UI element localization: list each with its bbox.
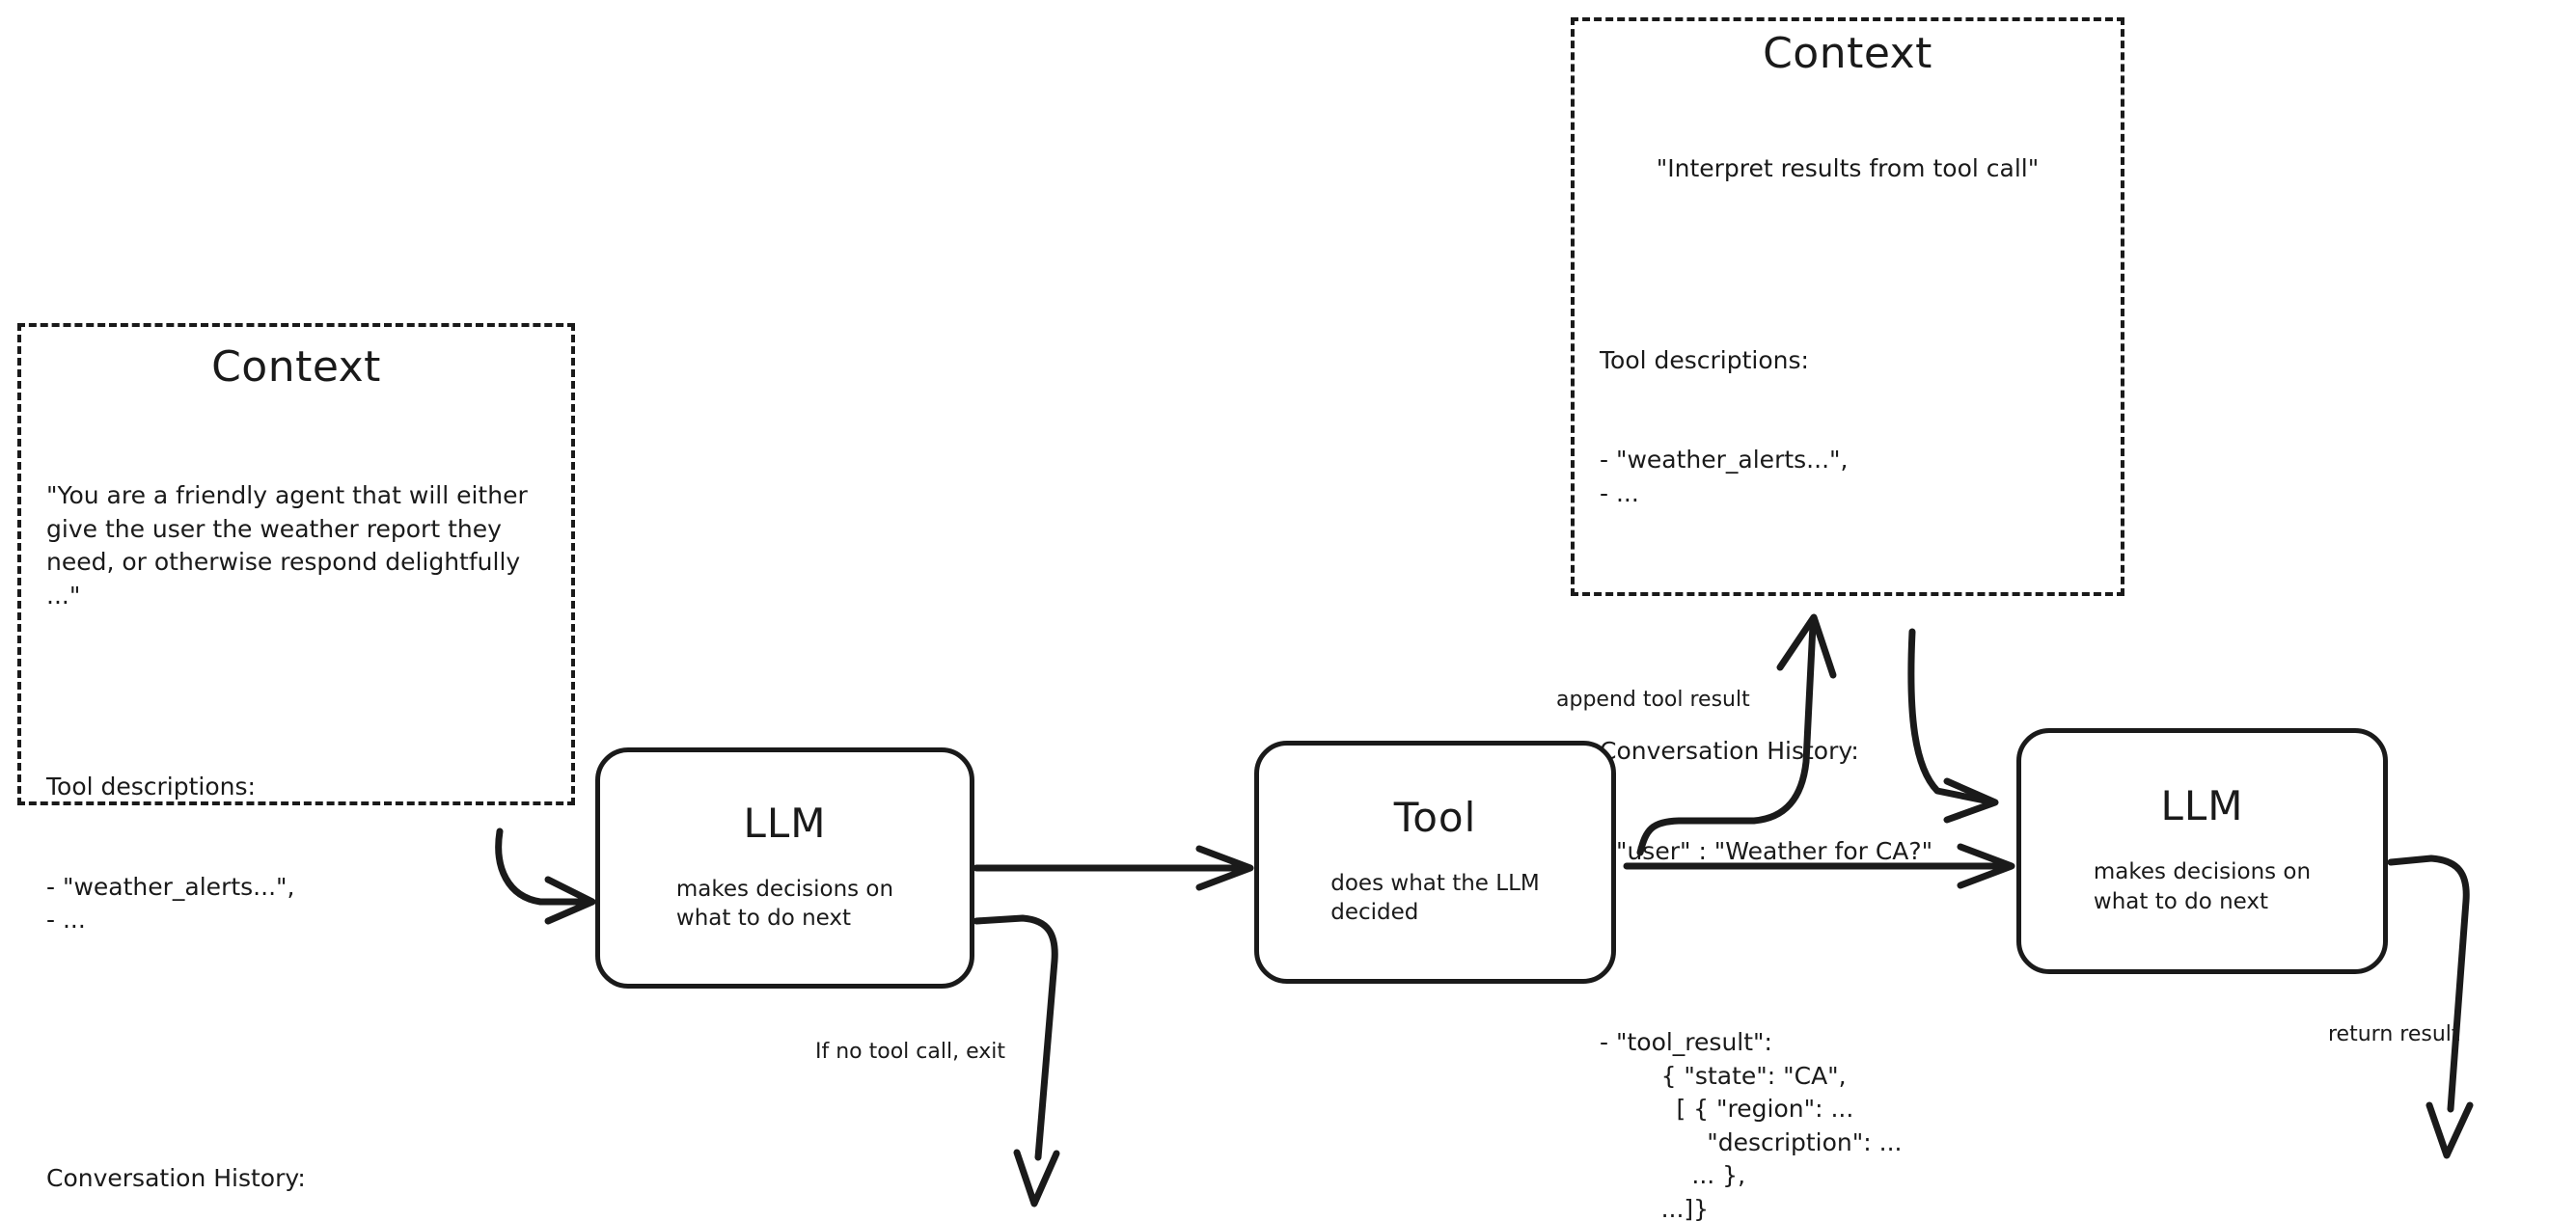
context-right-conversation-heading: Conversation History: (1600, 737, 1859, 765)
arrow-return-result-head (2425, 1101, 2474, 1159)
context-right-system-prompt: "Interpret results from tool call" (1656, 154, 2040, 182)
node-llm-second-subtitle: makes decisions on what to do next (2093, 859, 2312, 914)
context-right-tool-result: - "tool_result": { "state": "CA", [ { "r… (1600, 1028, 1903, 1221)
node-llm-second-title: LLM (2160, 782, 2244, 830)
edge-label-if-no-tool-call-exit: If no tool call, exit (815, 1040, 1005, 1064)
node-llm-first-subtitle: makes decisions on what to do next (675, 876, 894, 931)
node-tool-subtitle: does what the LLM decided (1330, 870, 1540, 925)
context-left-tool-descriptions: Tool descriptions: - "weather_alerts..."… (46, 704, 546, 1004)
context-right-conversation: Conversation History: - "user" : "Weathe… (1600, 668, 2096, 935)
arrow-return-result (2387, 855, 2470, 1113)
context-box-left: Context "You are a friendly agent that w… (17, 323, 575, 1192)
context-left-body: "You are a friendly agent that will eith… (21, 392, 571, 1221)
context-left-tool-descriptions-items: - "weather_alerts...", - ... (46, 872, 295, 935)
node-llm-second[interactable]: LLM makes decisions on what to do next (2016, 728, 2388, 974)
context-right-tool-descriptions-heading: Tool descriptions: (1600, 345, 1809, 374)
edge-label-append-tool-result: append tool result (1556, 688, 1750, 712)
node-tool-title: Tool (1393, 793, 1477, 841)
node-tool[interactable]: Tool does what the LLM decided (1254, 741, 1616, 984)
context-box-right: Context "Interpret results from tool cal… (1571, 17, 2124, 1221)
arrow-if-no-tool-call-exit (973, 914, 1058, 1161)
context-left-conversation: Conversation History: - "user" : "Weathe… (46, 1096, 546, 1221)
arrow-if-no-tool-call-exit-head (1013, 1149, 1060, 1207)
context-right-tool-descriptions-items: - "weather_alerts...", - ... (1600, 446, 1849, 507)
context-left-conversation-heading: Conversation History: (46, 1163, 306, 1192)
context-right-body: "Interpret results from tool call" Tool … (1575, 78, 2121, 1221)
node-llm-first[interactable]: LLM makes decisions on what to do next (595, 747, 974, 989)
context-left-tool-descriptions-heading: Tool descriptions: (46, 773, 256, 800)
context-left-title: Context (211, 342, 381, 392)
arrow-llm1-to-tool-head (1195, 845, 1254, 891)
node-llm-first-title: LLM (743, 799, 827, 847)
edge-label-return-result: return result (2328, 1022, 2460, 1046)
context-left-system-prompt: "You are a friendly agent that will eith… (46, 481, 535, 610)
context-right-title: Context (1763, 29, 1932, 78)
context-right-tool-descriptions: Tool descriptions: - "weather_alerts..."… (1600, 278, 2096, 578)
